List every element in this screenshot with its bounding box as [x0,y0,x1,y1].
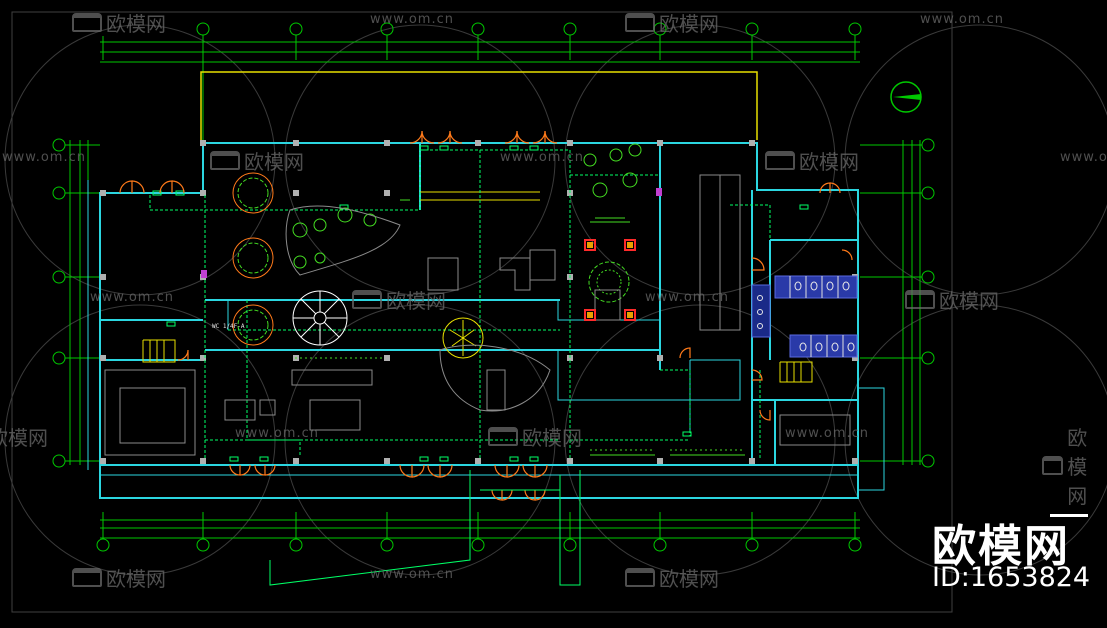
sofa-icon [1042,456,1064,475]
right-axis-grid [860,138,935,468]
watermark-brand-text: 欧模网 [106,12,166,36]
sofa-icon [72,13,102,32]
watermark-brand-text: 欧模网 [386,289,446,313]
staircase-left [142,339,176,363]
watermark-brand: 欧模网 [488,422,582,451]
watermark-brand: 欧模网 [905,285,999,314]
watermark-brand-text: 欧模网 [659,567,719,591]
watermark-brand-text: 欧模网 [522,426,582,450]
feature-seats [584,239,636,321]
sofa-icon [625,13,655,32]
watermark-url: www.om.cn [1060,150,1107,165]
bottom-axis-grid [96,512,862,552]
watermark-brand-text: 欧模网 [659,12,719,36]
watermark-brand-text: 欧模网 [939,289,999,313]
sofa-icon [765,151,795,170]
terrace-outline [200,71,758,140]
top-axis-grid [100,22,862,140]
watermark-url: www.om.cn [90,290,174,305]
doors [119,130,853,501]
watermark-url: www.om.cn [2,150,86,165]
watermark-brand: 欧模网 [765,146,859,175]
sofa-icon [352,290,382,309]
watermark-brand: 欧模网 [210,146,304,175]
watermark-brand: 欧模网 [625,563,719,592]
watermark-url: www.om.cn [235,426,319,441]
watermark-brand: 欧模网 [352,285,446,314]
drawing-frame [11,11,953,613]
watermark-brand-text: 欧模网 [1067,426,1088,508]
watermark-brand-text: 欧模网 [106,567,166,591]
seat-cushions [587,242,633,318]
watermark-brand: 欧模网 [1042,422,1107,509]
sofa-icon [625,568,655,587]
brand-logo: 欧模网 [932,521,1070,572]
sofa-icon [210,151,240,170]
watermark-brand: 欧模网 [72,8,166,37]
watermark-brand: 欧模网 [72,563,166,592]
watermark-url: www.om.cn [785,426,869,441]
plants [232,143,745,456]
logo-bar [1050,514,1088,517]
feature-tree [442,317,484,359]
watermark-url: www.om.cn [370,12,454,27]
spiral-staircase [292,290,348,346]
room-label: WC 1/4F-A [212,323,245,330]
watermark-url: www.om.cn [920,12,1004,27]
watermark-brand: 欧模网 [625,8,719,37]
pipe-network [149,149,771,460]
sofa-icon [72,568,102,587]
watermark-url: www.om.cn [370,567,454,582]
watermark-brand: 欧模网 [0,422,48,451]
landscape-outline [285,205,551,412]
structural-columns [100,140,858,464]
watermark-url: www.om.cn [645,290,729,305]
toilet-partitions [789,276,844,357]
furniture [104,174,851,456]
light-fixtures [152,145,809,462]
sofa-icon [488,427,518,446]
staircase-right [779,361,813,383]
toilet-block [751,275,858,358]
sofa-icon [905,290,935,309]
watermark-brand-text: 欧模网 [799,150,859,174]
watermark-url: www.om.cn [500,150,584,165]
site-outline [269,470,581,586]
watermark-brand-text: 欧模网 [244,150,304,174]
markers [201,188,662,278]
asset-id: ID:1653824 [932,562,1091,593]
building-walls [87,142,885,499]
watermark-brand-text: 欧模网 [0,426,48,450]
north-arrow-icon [890,81,922,113]
toilet-fixtures [757,281,855,352]
